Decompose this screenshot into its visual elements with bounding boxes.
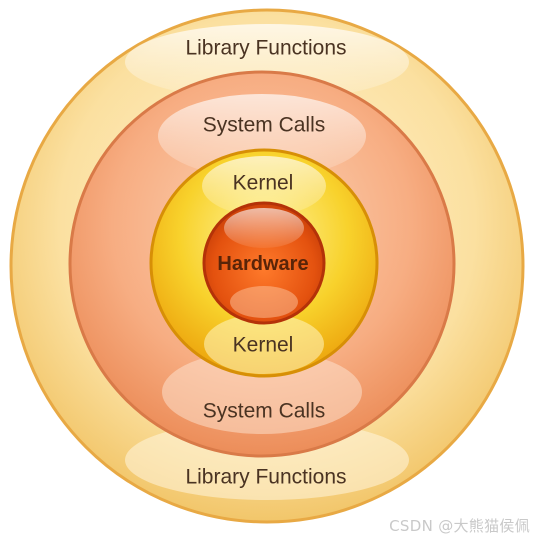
- system-top-gloss: [158, 94, 366, 178]
- kernel-top-gloss: [202, 156, 326, 216]
- library-functions-bottom-label: Library Functions: [185, 466, 346, 489]
- library-top-gloss: [125, 24, 409, 100]
- library-functions-top-label: Library Functions: [185, 37, 346, 60]
- system-calls-bottom-label: System Calls: [203, 400, 326, 423]
- hardware-bottom-gloss: [230, 286, 298, 318]
- kernel-bottom-gloss: [204, 314, 324, 374]
- hardware-label: Hardware: [217, 253, 308, 275]
- kernel-bottom-label: Kernel: [233, 334, 294, 357]
- watermark: CSDN @大熊猫侯佩: [389, 517, 530, 535]
- system-bottom-gloss: [162, 350, 362, 434]
- hardware-top-gloss: [224, 208, 304, 248]
- system-calls-top-label: System Calls: [203, 114, 326, 137]
- kernel-top-label: Kernel: [233, 172, 294, 195]
